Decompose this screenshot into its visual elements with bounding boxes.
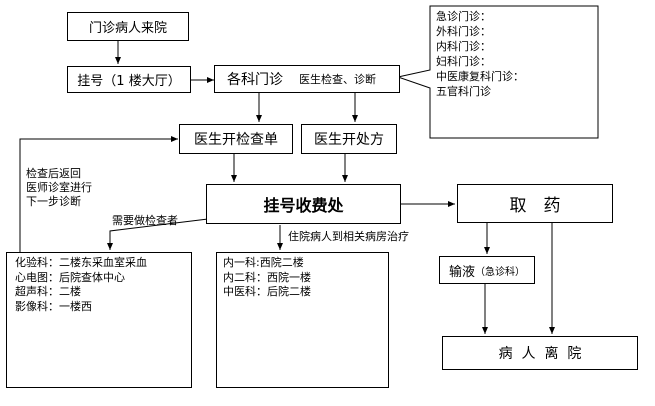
- pharmacy-box: 取 药: [457, 184, 613, 223]
- pharmacy-label: 取 药: [509, 196, 561, 216]
- cashier-label: 挂号收费处: [263, 196, 344, 215]
- departments-box: 各科门诊 医生检查、诊断: [214, 65, 400, 93]
- leave-label: 病 人 离 院: [498, 346, 582, 362]
- lab-location-item: 超声科：二楼: [15, 285, 81, 298]
- arrival-box: 门诊病人来院: [67, 12, 189, 41]
- leave-box: 病 人 离 院: [442, 336, 638, 370]
- exam-order-box: 医生开检查单: [179, 124, 293, 154]
- clinic-item: 急诊门诊：: [436, 10, 491, 23]
- clinic-item: 中医康复科门诊：: [436, 70, 524, 83]
- departments-label: 各科门诊: [227, 72, 283, 88]
- ward-location-item: 中医科：后院二楼: [223, 285, 311, 298]
- ward-location-box: 内一科:西院二楼 内二科：西院一楼 中医科：后院二楼: [216, 252, 389, 388]
- clinic-item: 妇科门诊：: [436, 55, 491, 68]
- ward-location-item: 内一科:西院二楼: [223, 256, 304, 269]
- return-after-exam-label: 检查后返回 医师诊室进行 下一步诊断: [26, 167, 92, 208]
- prescription-label: 医生开处方: [314, 132, 384, 148]
- infusion-label: 输液: [448, 264, 475, 280]
- registration-box: 挂号（1 楼大厅）: [67, 66, 191, 93]
- exam-diag-label: 医生检查、诊断: [299, 73, 376, 86]
- clinic-list: 急诊门诊： 外科门诊： 内科门诊： 妇科门诊： 中医康复科门诊： 五官科门诊: [432, 8, 592, 108]
- arrival-label: 门诊病人来院: [88, 21, 167, 36]
- lab-location-box: 化验科：二楼东采血室采血 心电图：后院查体中心 超声科：二楼 影像科：一楼西: [6, 252, 192, 388]
- infusion-note: （急诊科）: [475, 266, 525, 278]
- cashier-box: 挂号收费处: [206, 184, 401, 224]
- clinic-item: 五官科门诊: [436, 85, 491, 98]
- lab-location-item: 化验科：二楼东采血室采血: [15, 256, 147, 269]
- clinic-item: 外科门诊：: [436, 25, 491, 38]
- inpatient-label: 住院病人到相关病房治疗: [288, 230, 409, 243]
- lab-location-item: 影像科：一楼西: [15, 299, 92, 313]
- clinic-item: 内科门诊：: [436, 40, 491, 53]
- infusion-box: 输液 （急诊科）: [439, 256, 535, 284]
- clinic-callout-shape: [396, 5, 599, 139]
- lab-location-item: 心电图：后院查体中心: [15, 270, 125, 284]
- registration-label: 挂号（1 楼大厅）: [77, 74, 181, 89]
- need-exam-label: 需要做检查者: [112, 214, 178, 227]
- exam-order-label: 医生开检查单: [194, 132, 278, 148]
- ward-location-item: 内二科：西院一楼: [223, 270, 311, 284]
- prescription-box: 医生开处方: [301, 124, 397, 154]
